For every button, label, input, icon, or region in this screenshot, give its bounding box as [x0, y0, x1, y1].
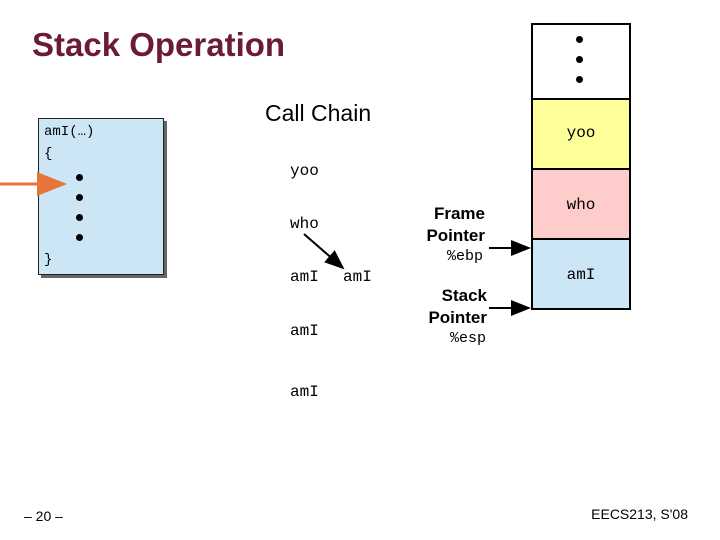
- frame-pointer-register: %ebp: [446, 248, 483, 265]
- code-close-brace: }: [44, 252, 53, 268]
- stack-pointer-label: Pointer: [428, 308, 487, 327]
- stack-frame-label: who: [566, 196, 596, 214]
- stack-ellipsis-dot: [576, 76, 583, 83]
- code-ellipsis-dot: [76, 214, 83, 221]
- stack-frame-who: who: [531, 168, 631, 240]
- stack-pointer-register: %esp: [449, 330, 486, 347]
- call-chain-node-ami: amI: [290, 383, 319, 401]
- call-chain-node-ami: amI: [290, 268, 319, 286]
- frame-pointer-label: Frame: [433, 204, 485, 223]
- call-chain-node-yoo: yoo: [290, 162, 319, 180]
- course-footer: EECS213, S'08: [591, 506, 688, 522]
- call-chain-title: Call Chain: [265, 100, 372, 126]
- code-function-signature: amI(…): [44, 124, 95, 140]
- stack-ellipsis-dot: [576, 56, 583, 63]
- call-chain-node-ami: amI: [290, 322, 319, 340]
- code-box: [38, 118, 164, 275]
- stack-frame-yoo: yoo: [531, 98, 631, 170]
- code-ellipsis-dot: [76, 194, 83, 201]
- stack-frame-label: amI: [566, 266, 596, 284]
- slide-title: Stack Operation: [32, 26, 286, 63]
- call-chain-node-who: who: [290, 215, 319, 233]
- stack-frame-ami: amI: [531, 238, 631, 310]
- code-ellipsis-dot: [76, 234, 83, 241]
- call-chain-arrow: [303, 233, 345, 270]
- code-open-brace: {: [44, 146, 53, 162]
- stack-pointer-label: Stack: [441, 286, 487, 305]
- slide-number: – 20 –: [24, 508, 63, 524]
- stack-ellipsis-dot: [576, 36, 583, 43]
- code-ellipsis-dot: [76, 174, 83, 181]
- call-chain-node-ami: amI: [343, 268, 372, 286]
- frame-pointer-label: Pointer: [426, 226, 485, 245]
- stack-frame-label: yoo: [566, 124, 596, 142]
